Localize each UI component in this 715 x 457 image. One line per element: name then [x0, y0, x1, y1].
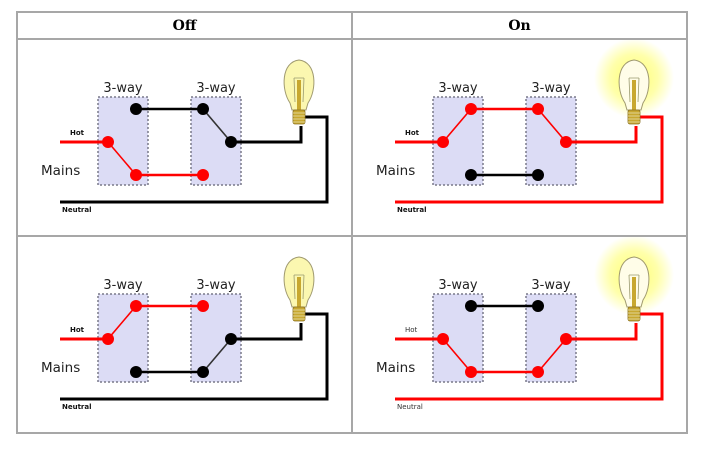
neutral-wire — [395, 312, 664, 401]
hot-label: Hot — [405, 326, 418, 334]
neutral-label: Neutral — [62, 206, 92, 214]
bulb-filament — [628, 77, 640, 103]
switch-label-2: 3-way — [196, 81, 236, 96]
lamp-feed-wire — [231, 323, 303, 341]
neutral-wire — [60, 115, 329, 204]
bulb-stem — [297, 80, 301, 112]
terminal-s2-common — [225, 333, 237, 345]
mains-label: Mains — [376, 163, 415, 179]
neutral-label: Neutral — [397, 206, 427, 214]
lamp-feed-wire — [566, 323, 638, 341]
switch-2-lever — [537, 108, 567, 143]
terminal-s1-bottom — [465, 169, 477, 181]
header-row: Off On — [16, 11, 688, 40]
switch-1-lever — [107, 305, 137, 340]
bulb-stem — [632, 277, 636, 309]
terminal-s2-top — [532, 103, 544, 115]
terminal-s2-common — [225, 136, 237, 148]
bulb-base — [627, 306, 641, 322]
terminal-s1-common — [102, 333, 114, 345]
switch-label-2: 3-way — [531, 81, 571, 96]
terminal-s2-common — [560, 136, 572, 148]
terminal-s2-bottom — [532, 169, 544, 181]
terminal-s2-top — [197, 103, 209, 115]
bulb-stem — [297, 277, 301, 309]
mains-label: Mains — [41, 360, 80, 376]
switch-1-lever — [442, 338, 472, 373]
neutral-label: Neutral — [397, 403, 423, 411]
switch-label-2: 3-way — [196, 278, 236, 293]
header-off: Off — [16, 11, 353, 40]
hot-label: Hot — [70, 326, 85, 334]
mains-label: Mains — [376, 360, 415, 376]
switch-2-lever — [202, 338, 232, 373]
bulb-filament — [293, 274, 305, 300]
terminal-s1-common — [437, 136, 449, 148]
terminal-s1-top — [465, 300, 477, 312]
terminal-s1-top — [130, 103, 142, 115]
lamp-feed-wire — [231, 126, 303, 144]
switch-label-1: 3-way — [103, 278, 143, 293]
terminal-s2-top — [197, 300, 209, 312]
bulb-filament — [293, 77, 305, 103]
header-on: On — [351, 11, 688, 40]
terminal-s2-common — [560, 333, 572, 345]
terminal-s1-bottom — [130, 169, 142, 181]
terminal-s2-bottom — [197, 169, 209, 181]
switch-1-lever — [442, 108, 472, 143]
terminal-s1-bottom — [465, 366, 477, 378]
terminal-s1-common — [437, 333, 449, 345]
terminal-s1-top — [130, 300, 142, 312]
neutral-label: Neutral — [62, 403, 92, 411]
bulb-filament — [628, 274, 640, 300]
switch-1-lever — [107, 141, 137, 176]
hot-label: Hot — [405, 129, 420, 137]
switch-label-1: 3-way — [438, 81, 478, 96]
switch-2-lever — [537, 338, 567, 373]
terminal-s1-top — [465, 103, 477, 115]
terminal-s2-bottom — [197, 366, 209, 378]
mains-label: Mains — [41, 163, 80, 179]
terminal-s2-bottom — [532, 366, 544, 378]
neutral-wire — [60, 312, 329, 401]
switch-label-2: 3-way — [531, 278, 571, 293]
terminal-s1-bottom — [130, 366, 142, 378]
bulb-base — [627, 109, 641, 125]
neutral-wire — [395, 115, 664, 204]
switch-label-1: 3-way — [103, 81, 143, 96]
hot-label: Hot — [70, 129, 85, 137]
switch-2-lever — [202, 108, 232, 143]
lamp-feed-wire — [566, 126, 638, 144]
bulb-base — [292, 306, 306, 322]
switch-label-1: 3-way — [438, 278, 478, 293]
bulb-base — [292, 109, 306, 125]
bulb-stem — [632, 80, 636, 112]
terminal-s2-top — [532, 300, 544, 312]
terminal-s1-common — [102, 136, 114, 148]
